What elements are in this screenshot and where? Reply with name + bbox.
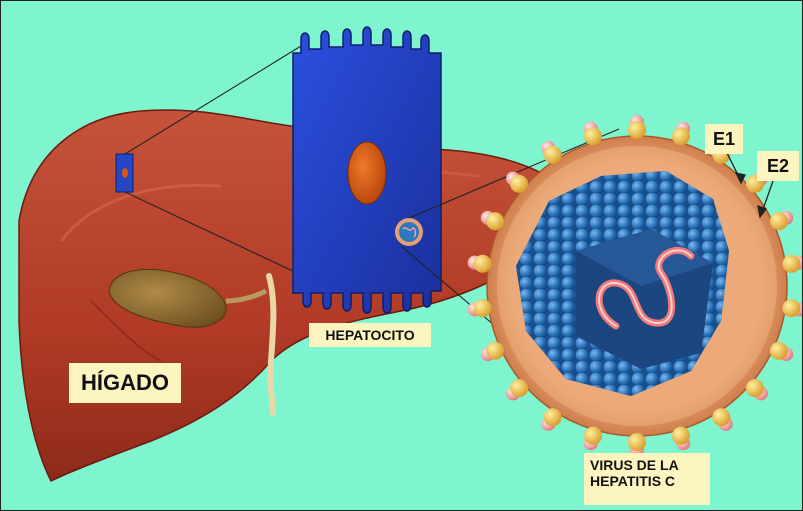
e1-glycoprotein [782, 299, 800, 317]
e1-glycoprotein [510, 175, 528, 193]
e1-label: E1 [705, 124, 743, 154]
virus-label-line1: VIRUS DE LA [590, 457, 704, 473]
e1-glycoprotein [672, 427, 690, 445]
e1-glycoprotein [628, 121, 646, 139]
e1-glycoprotein [584, 127, 602, 145]
e1-glycoprotein [712, 408, 730, 426]
e1-glycoprotein [474, 255, 492, 273]
e1-glycoprotein [628, 433, 646, 451]
virus-label: VIRUS DE LA HEPATITIS C [584, 453, 710, 505]
hepatocyte-label: HEPATOCITO [309, 323, 431, 347]
liver-label: HÍGADO [69, 363, 181, 403]
e1-glycoprotein [584, 427, 602, 445]
e1-glycoprotein [544, 408, 562, 426]
e1-glycoprotein [782, 255, 800, 273]
e1-glycoprotein [770, 342, 788, 360]
e1-glycoprotein [544, 146, 562, 164]
e1-glycoprotein [746, 379, 764, 397]
virus-label-line2: HEPATITIS C [590, 473, 704, 489]
hepatocyte-cell [293, 27, 441, 313]
e1-glycoprotein [510, 379, 528, 397]
e1-glycoprotein [474, 299, 492, 317]
nucleus [348, 142, 386, 204]
e1-glycoprotein [672, 127, 690, 145]
bile-duct [269, 276, 273, 413]
e1-glycoprotein [486, 212, 504, 230]
e1-glycoprotein [486, 342, 504, 360]
liver-cell-marker [116, 154, 133, 192]
e1-glycoprotein [770, 212, 788, 230]
e2-label: E2 [757, 151, 799, 181]
small-virus [395, 218, 423, 246]
